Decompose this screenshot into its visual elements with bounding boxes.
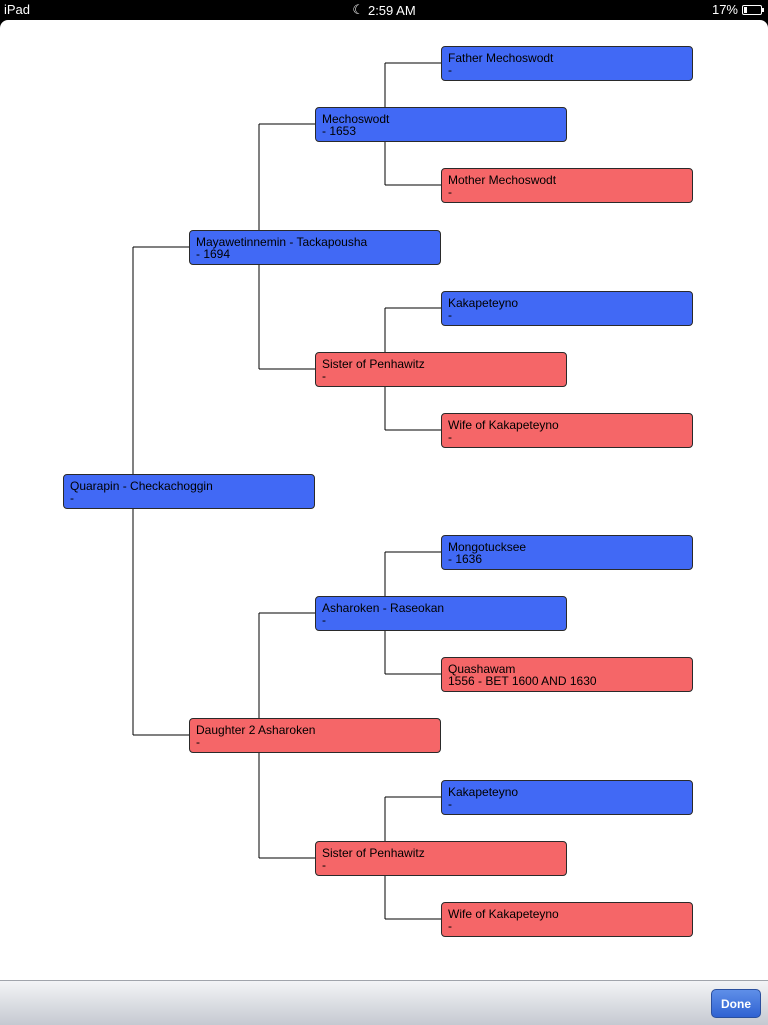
person-node-mfm[interactable]: Quashawam 1556 - BET 1600 AND 1630 bbox=[441, 657, 693, 692]
person-node-mff[interactable]: Mongotucksee - 1636 bbox=[441, 535, 693, 570]
person-dates: - bbox=[448, 430, 452, 444]
person-node-fm[interactable]: Sister of Penhawitz - bbox=[315, 352, 567, 387]
person-dates: - bbox=[448, 797, 452, 811]
person-dates: - 1653 bbox=[322, 124, 357, 138]
person-name: Kakapeteyno bbox=[448, 296, 519, 310]
person-name: Sister of Penhawitz bbox=[322, 846, 425, 860]
person-node-mother[interactable]: Daughter 2 Asharoken - bbox=[189, 718, 441, 753]
person-dates: - 1636 bbox=[448, 552, 483, 566]
person-dates: - bbox=[448, 63, 452, 77]
person-name: Sister of Penhawitz bbox=[322, 357, 425, 371]
person-dates: - 1694 bbox=[196, 247, 231, 261]
person-name: Father Mechoswodt bbox=[448, 51, 554, 65]
person-name: Mayawetinnemin - Tackapousha bbox=[196, 235, 368, 249]
person-dates: - bbox=[448, 919, 452, 933]
done-button[interactable]: Done bbox=[711, 989, 761, 1018]
carrier-label: iPad bbox=[4, 2, 31, 17]
person-dates: - bbox=[322, 613, 326, 627]
person-name: Mongotucksee bbox=[448, 540, 527, 554]
person-dates: - bbox=[448, 308, 452, 322]
person-node-mmf[interactable]: Kakapeteyno - bbox=[441, 780, 693, 815]
pedigree-sheet: Quarapin - Checkachoggin - Mayawetinnemi… bbox=[0, 20, 768, 980]
clock-time: 2:59 AM bbox=[367, 2, 416, 18]
person-dates: - bbox=[448, 185, 452, 199]
person-name: Quarapin - Checkachoggin bbox=[70, 479, 213, 493]
person-name: Wife of Kakapeteyno bbox=[448, 418, 559, 432]
person-name: Asharoken - Raseokan bbox=[322, 601, 445, 615]
person-name: Quashawam bbox=[448, 662, 516, 676]
person-node-fff[interactable]: Father Mechoswodt - bbox=[441, 46, 693, 81]
bottom-toolbar: Done bbox=[0, 980, 768, 1025]
person-name: Mechoswodt bbox=[322, 112, 390, 126]
person-dates: - bbox=[322, 858, 326, 872]
moon-icon: ☾ bbox=[352, 2, 364, 17]
person-name: Kakapeteyno bbox=[448, 785, 519, 799]
person-node-ffm[interactable]: Mother Mechoswodt - bbox=[441, 168, 693, 203]
person-node-ff[interactable]: Mechoswodt - 1653 bbox=[315, 107, 567, 142]
person-node-father[interactable]: Mayawetinnemin - Tackapousha - 1694 bbox=[189, 230, 441, 265]
person-name: Mother Mechoswodt bbox=[448, 173, 557, 187]
person-dates: - bbox=[196, 735, 200, 749]
person-node-fmm[interactable]: Wife of Kakapeteyno - bbox=[441, 413, 693, 448]
battery-icon bbox=[742, 4, 764, 15]
person-dates: - bbox=[70, 491, 74, 505]
person-node-mmm[interactable]: Wife of Kakapeteyno - bbox=[441, 902, 693, 937]
person-dates: - bbox=[322, 369, 326, 383]
battery-percent: 17% bbox=[711, 2, 738, 17]
person-node-root[interactable]: Quarapin - Checkachoggin - bbox=[63, 474, 315, 509]
person-name: Daughter 2 Asharoken bbox=[196, 723, 316, 737]
person-node-mf[interactable]: Asharoken - Raseokan - bbox=[315, 596, 567, 631]
person-dates: 1556 - BET 1600 AND 1630 bbox=[448, 674, 597, 688]
status-bar: iPad ☾ 2:59 AM 17% bbox=[0, 0, 768, 20]
person-node-mm[interactable]: Sister of Penhawitz - bbox=[315, 841, 567, 876]
person-node-fmf[interactable]: Kakapeteyno - bbox=[441, 291, 693, 326]
person-name: Wife of Kakapeteyno bbox=[448, 907, 559, 921]
